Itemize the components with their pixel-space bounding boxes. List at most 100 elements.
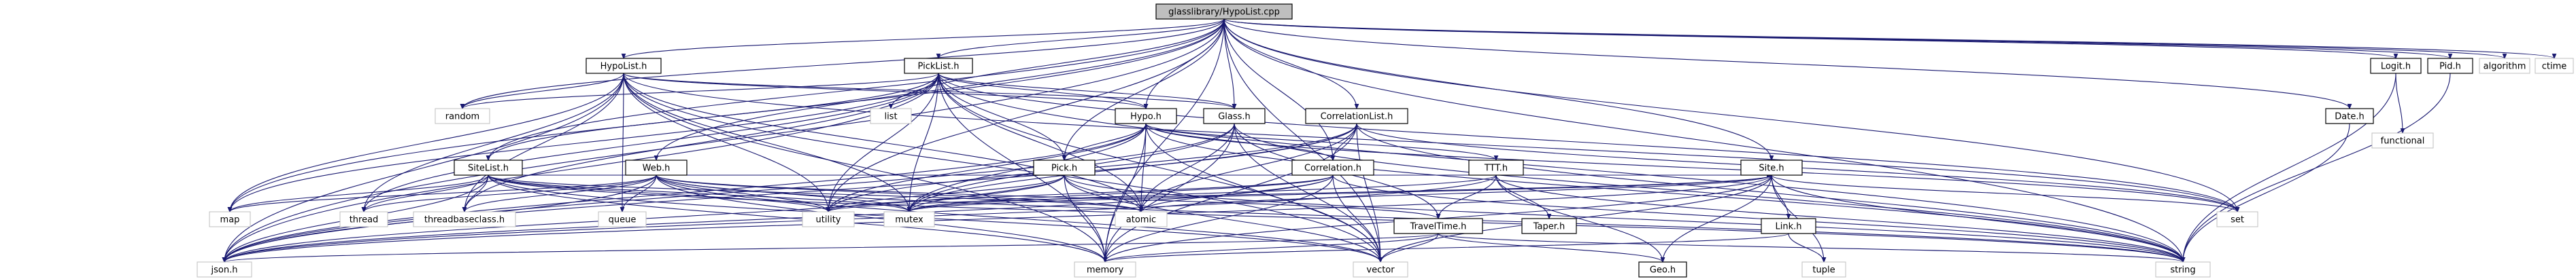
dependency-edge [1145, 123, 2183, 262]
node-box [1353, 261, 1408, 278]
node-box [1740, 160, 1803, 176]
node-sitelist-h[interactable]: SiteList.h [454, 160, 523, 176]
dependency-edge [623, 73, 1146, 109]
node-box [339, 211, 388, 227]
node-traveltime-h[interactable]: TravelTime.h [1393, 218, 1483, 234]
node-label: glasslibrary/HypoList.cpp [1168, 7, 1280, 18]
dependency-edge [364, 174, 657, 212]
node-box [883, 211, 935, 227]
node-queue: queue [598, 211, 647, 227]
node-set: set [2216, 211, 2258, 227]
dependency-edge [938, 73, 1141, 212]
node-hypolist-cpp[interactable]: glasslibrary/HypoList.cpp [1155, 3, 1293, 20]
dependency-edge [623, 73, 1234, 109]
dependency-edge [230, 73, 624, 212]
dependency-edge [230, 174, 489, 212]
node-box [2370, 58, 2422, 74]
dependency-edge [224, 123, 1235, 262]
node-link-h[interactable]: Link.h [1761, 218, 1816, 234]
node-label: memory [1087, 265, 1124, 276]
node-box [435, 108, 490, 124]
dependency-edge [1064, 174, 1380, 262]
node-label: Pick.h [1051, 164, 1077, 174]
dependency-edge [828, 174, 1334, 212]
node-correlationlist-h[interactable]: CorrelationList.h [1305, 108, 1408, 124]
node-picklist-h[interactable]: PickList.h [904, 58, 973, 74]
node-pick-h[interactable]: Pick.h [1033, 160, 1096, 176]
node-label: json.h [211, 265, 238, 276]
dependency-edge [1495, 174, 1549, 219]
dependency-edge [1064, 174, 1105, 262]
node-correlation-h[interactable]: Correlation.h [1291, 160, 1374, 176]
dependency-edge [462, 73, 939, 109]
node-box [1074, 261, 1136, 278]
node-box [2479, 58, 2530, 74]
node-map: map [209, 211, 251, 227]
node-box [1155, 3, 1293, 20]
dependency-edge [1223, 18, 2237, 212]
node-label: Hypo.h [1130, 112, 1162, 122]
dependency-edge [656, 18, 1225, 160]
node-site-h[interactable]: Site.h [1740, 160, 1803, 176]
node-label: functional [2381, 136, 2425, 147]
node-label: Correlation.h [1304, 164, 1361, 174]
node-glass-h[interactable]: Glass.h [1203, 108, 1266, 124]
node-threadbaseclass-h: threadbaseclass.h [413, 211, 516, 227]
node-label: Pid.h [2439, 62, 2461, 72]
node-box [454, 160, 523, 176]
dependency-edge [1223, 18, 1357, 109]
node-hypo-h[interactable]: Hypo.h [1115, 108, 1177, 124]
node-label: Glass.h [1218, 112, 1251, 122]
dependency-edge [891, 18, 1225, 109]
dependency-edge [224, 73, 624, 262]
node-label: thread [350, 215, 379, 225]
node-geo-h[interactable]: Geo.h [1638, 261, 1687, 278]
node-label: map [220, 215, 240, 225]
node-label: threadbaseclass.h [424, 215, 505, 225]
dependency-edge [230, 174, 657, 212]
dependency-edge [1663, 174, 1772, 262]
node-date-h[interactable]: Date.h [2325, 108, 2374, 124]
dependency-edge [488, 174, 1105, 262]
node-memory: memory [1074, 261, 1136, 278]
node-label: Date.h [2335, 112, 2364, 122]
node-ttt-h[interactable]: TTT.h [1468, 160, 1524, 176]
dependency-edge [1141, 123, 1357, 212]
dependency-edge [909, 174, 1334, 212]
node-mutex: mutex [883, 211, 935, 227]
dependency-edge [909, 73, 939, 212]
dependency-edge [1105, 123, 1147, 262]
dependency-edge [1788, 233, 1824, 262]
dependency-edge [1064, 174, 1141, 212]
dependency-edge [909, 174, 1497, 212]
node-box [1305, 108, 1408, 124]
dependency-edge [828, 174, 1065, 212]
node-taper-h[interactable]: Taper.h [1521, 218, 1577, 234]
dependency-edge [1145, 123, 2237, 212]
dependency-edge [623, 73, 1380, 262]
dependency-edge [1105, 174, 1334, 262]
dependency-edge [624, 18, 1225, 58]
node-string: string [2155, 261, 2211, 278]
node-logit-h[interactable]: Logit.h [2370, 58, 2422, 74]
node-box [870, 108, 912, 124]
node-box [625, 160, 688, 176]
node-box [1393, 218, 1483, 234]
dependency-edge [1105, 233, 1439, 262]
dependency-edge [1223, 18, 2505, 58]
node-label: set [2231, 215, 2244, 225]
node-web-h[interactable]: Web.h [625, 160, 688, 176]
node-box [1115, 211, 1168, 227]
dependency-edge [462, 73, 624, 109]
node-pid-h[interactable]: Pid.h [2427, 58, 2473, 74]
node-tuple: tuple [1801, 261, 1846, 278]
dependency-edge [230, 73, 939, 212]
dependency-edge [1223, 18, 2450, 58]
node-hypolist-h[interactable]: HypoList.h [586, 58, 662, 74]
node-box [1115, 108, 1177, 124]
dependency-edge [623, 73, 2237, 212]
node-label: algorithm [2484, 62, 2526, 72]
dependency-edge [224, 174, 1772, 262]
node-label: random [445, 112, 479, 122]
node-label: TravelTime.h [1410, 222, 1467, 232]
